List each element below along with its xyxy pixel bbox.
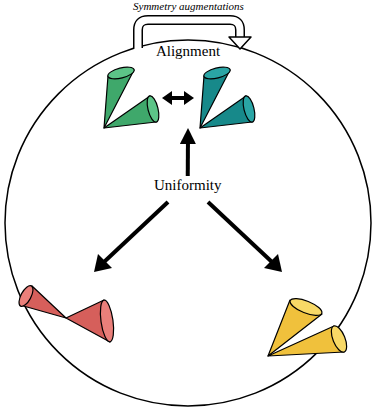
green-cones	[104, 65, 161, 128]
text-node: Alignment	[93, 42, 283, 132]
red-cones	[16, 283, 116, 342]
teal-cones	[200, 65, 257, 128]
spread-arrows	[94, 202, 282, 272]
outer-circle	[5, 40, 371, 406]
connector-arrow	[186, 132, 190, 176]
node-label: Uniformity	[151, 176, 225, 194]
node-label: Alignment	[93, 42, 283, 60]
caption-label: Symmetry augmentations	[133, 0, 244, 12]
yellow-cones	[268, 295, 350, 356]
text-node: Uniformity	[151, 176, 225, 196]
double-arrow	[162, 91, 194, 105]
